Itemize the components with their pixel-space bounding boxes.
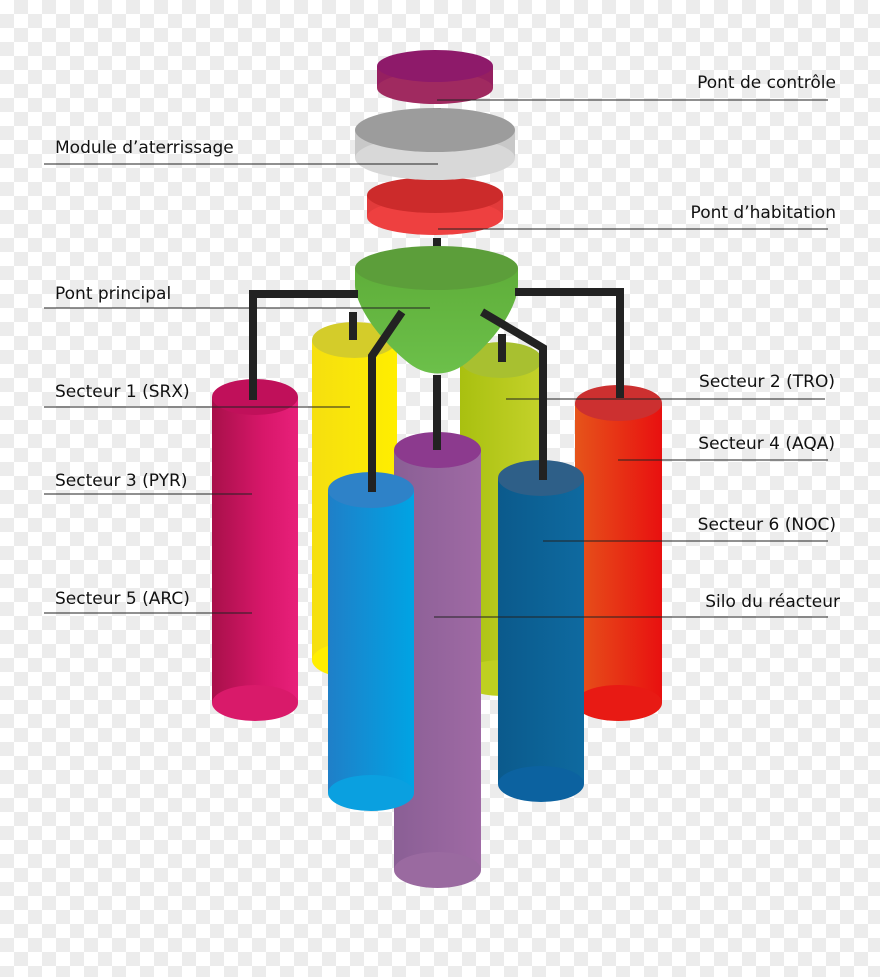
- label-module-aterrissage: Module d’aterrissage: [55, 138, 234, 158]
- label-pont-habitation: Pont d’habitation: [690, 203, 836, 223]
- cylinder-secteur6: [498, 460, 584, 802]
- pipe-connectors: [249, 288, 624, 492]
- label-secteur4: Secteur 4 (AQA): [698, 434, 835, 454]
- label-secteur3: Secteur 3 (PYR): [55, 471, 188, 491]
- label-silo: Silo du réacteur: [705, 592, 840, 612]
- label-secteur6: Secteur 6 (NOC): [697, 515, 836, 535]
- cylinder-secteur1: [212, 379, 298, 721]
- leader-lines: [44, 99, 828, 618]
- deck-pont-habitation: [367, 177, 503, 235]
- label-secteur1: Secteur 1 (SRX): [55, 382, 190, 402]
- label-pont-controle: Pont de contrôle: [697, 73, 836, 93]
- deck-pont-principal: [355, 246, 518, 374]
- cylinder-secteur2: [575, 385, 662, 721]
- label-secteur5: Secteur 5 (ARC): [55, 589, 190, 609]
- deck-module-aterrissage: [355, 108, 515, 180]
- label-secteur2: Secteur 2 (TRO): [699, 372, 835, 392]
- label-pont-principal: Pont principal: [55, 284, 172, 304]
- deck-pont-controle: [377, 50, 493, 104]
- cylinder-blue: [328, 472, 414, 811]
